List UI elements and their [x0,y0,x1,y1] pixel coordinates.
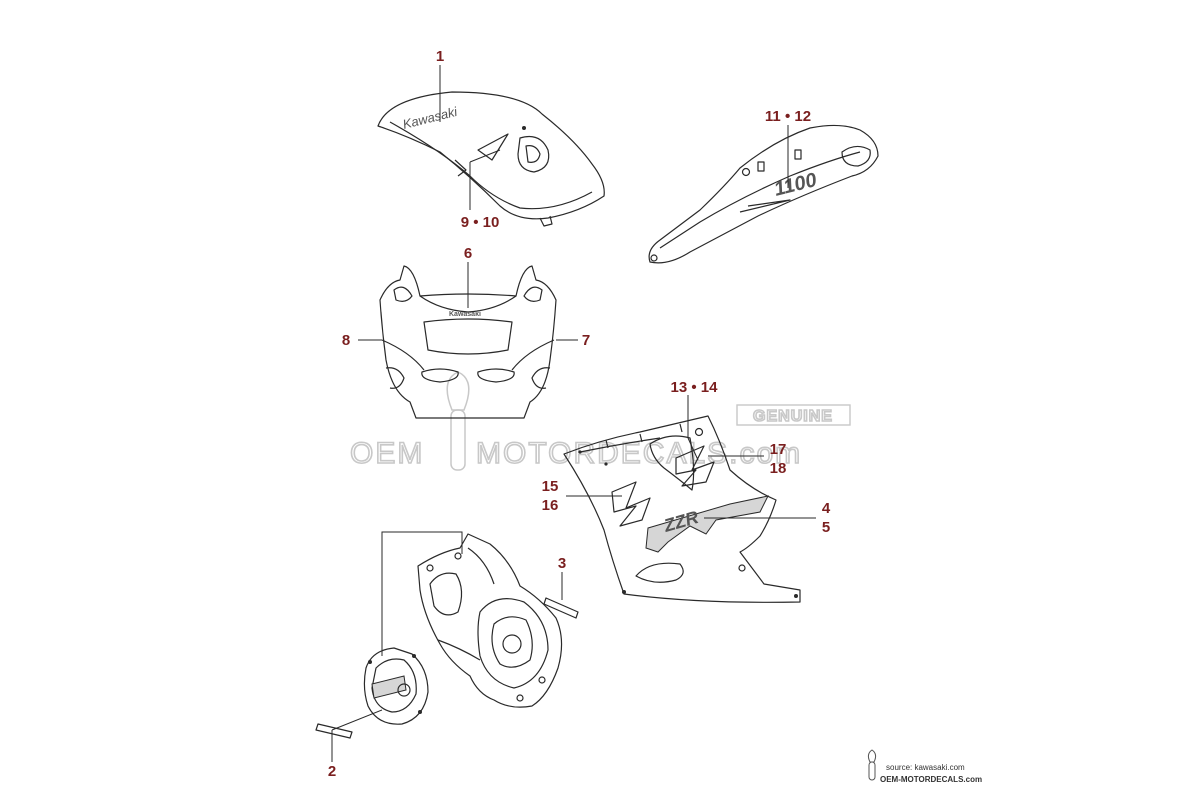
bulb-logo-icon [867,749,877,781]
source-text: source: kawasaki.com [886,763,965,772]
callout-11-12: 11 • 12 [765,108,811,125]
source-credit: source: kawasaki.com OEM-MOTORDECALS.com [867,749,982,784]
fuel-tank-part: Kawasaki [377,91,605,227]
tail-cowl-part: 1100 [648,124,879,264]
upper-fairing-part: Kawasaki [379,265,557,419]
leader-lines [331,65,816,762]
callout-9-10: 9 • 10 [461,214,500,231]
callout-6: 6 [464,245,472,262]
callouts: 1 9 • 10 11 • 12 6 8 7 13 • 14 17 18 15 … [328,48,831,780]
tail-decal-text: 1100 [772,169,819,201]
callout-17: 17 [770,441,787,458]
engine-cover-part [315,533,579,739]
watermark-right: MOTORDECALS.com [476,437,802,470]
tank-decal-text: Kawasaki [401,104,460,132]
callout-18: 18 [770,460,787,477]
callout-5: 5 [822,519,830,536]
watermark-badge: GENUINE [753,408,833,425]
watermark-left: OEM [350,437,424,470]
side-fairing-part: ZZR [563,415,801,603]
callout-2: 2 [328,763,336,780]
bulb-icon [446,371,470,471]
callout-16: 16 [542,497,559,514]
callout-4: 4 [822,500,831,517]
callout-13-14: 13 • 14 [671,379,719,396]
callout-3: 3 [558,555,566,572]
callout-1: 1 [436,48,444,65]
fairing-decal-text: Kawasaki [449,311,481,318]
callout-7: 7 [582,332,590,349]
callout-8: 8 [342,332,350,349]
site-text: OEM-MOTORDECALS.com [880,775,982,784]
side-decal-text: ZZR [661,507,701,536]
callout-15: 15 [542,478,559,495]
